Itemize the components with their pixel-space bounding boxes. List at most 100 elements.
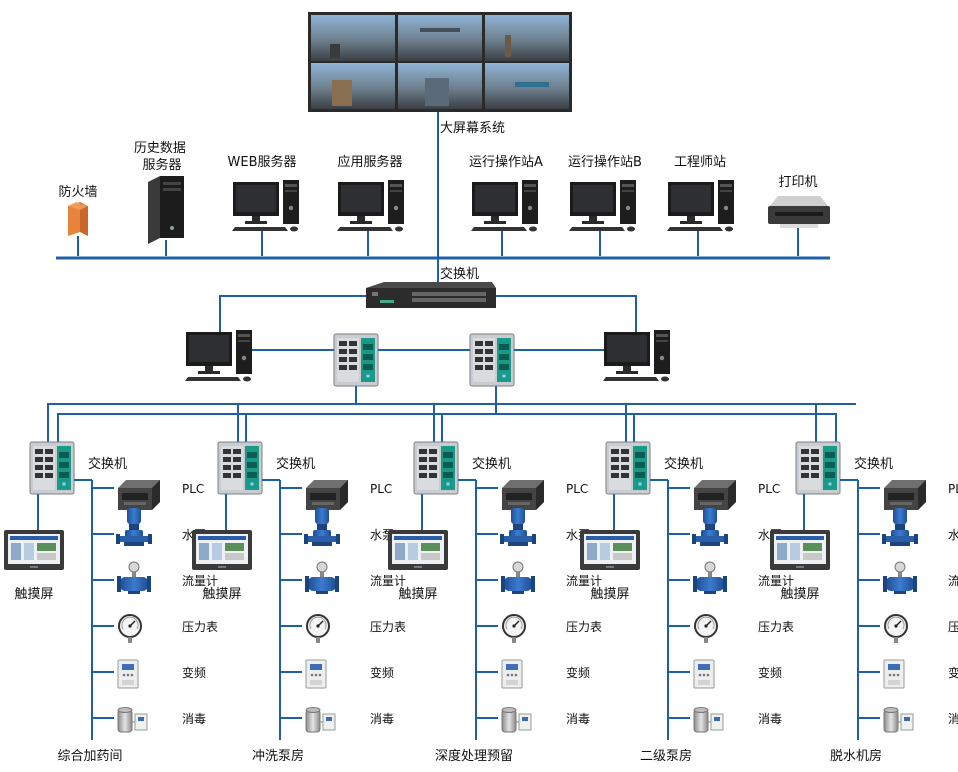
industrial-switch-icon [217, 441, 263, 495]
industrial-switch-icon [333, 333, 379, 387]
station-name-label: 深度处理预留 [435, 748, 513, 764]
disinfection-icon [883, 707, 914, 733]
plc-icon [118, 480, 160, 510]
device-label: 流量计 [758, 574, 794, 588]
flow-meter-icon [116, 561, 152, 595]
disinfection-icon [117, 707, 148, 733]
web-server-label: WEB服务器 [228, 154, 297, 170]
pressure-gauge-icon [118, 614, 142, 644]
device-label: PLC [566, 482, 588, 496]
touch-screen-label: 触摸屏 [590, 587, 629, 602]
plc-icon [502, 480, 544, 510]
device-label: 消毒 [182, 712, 206, 726]
plc-icon [884, 480, 926, 510]
desktop-pc-icon [337, 180, 404, 232]
device-label: 消毒 [948, 712, 958, 726]
disinfection-icon [501, 707, 532, 733]
industrial-switch-icon [413, 441, 459, 495]
video-wall-icon [308, 12, 572, 112]
device-label: PLC [370, 482, 392, 496]
device-label: 变频 [370, 665, 394, 680]
touch-screen-icon [4, 530, 64, 570]
plc-icon [694, 480, 736, 510]
vfd-icon [883, 659, 905, 689]
device-label: 消毒 [370, 712, 394, 726]
flow-meter-icon [304, 561, 340, 595]
device-label: 流量计 [370, 574, 406, 588]
vfd-icon [305, 659, 327, 689]
device-label: 变频 [182, 665, 206, 680]
disinfection-icon [305, 707, 336, 733]
station-1: 交换机触摸屏PLC水泵流量计压力表变频消毒综合加药间 [4, 441, 218, 764]
station-4: 交换机触摸屏PLC水泵流量计压力表变频消毒二级泵房 [580, 404, 794, 764]
disinfection-icon [693, 707, 724, 733]
water-pump-icon [304, 508, 340, 546]
device-label: 变频 [758, 665, 782, 680]
water-pump-icon [500, 508, 536, 546]
flow-meter-icon [692, 561, 728, 595]
touch-screen-label: 触摸屏 [398, 587, 437, 602]
water-pump-icon [692, 508, 728, 546]
station-switch-label: 交换机 [664, 456, 703, 472]
station-5: 交换机触摸屏PLC水泵流量计压力表变频消毒脱水机房 [770, 404, 958, 764]
device-label: 消毒 [566, 712, 590, 726]
desktop-pc-icon [569, 180, 636, 232]
device-label: 变频 [948, 665, 958, 680]
desktop-pc-icon [603, 330, 670, 382]
touch-screen-icon [192, 530, 252, 570]
device-label: 流量计 [182, 574, 218, 588]
desktop-pc-icon [232, 180, 299, 232]
touch-screen-icon [388, 530, 448, 570]
stations-group: 交换机触摸屏PLC水泵流量计压力表变频消毒综合加药间交换机触摸屏PLC水泵流量计… [4, 404, 958, 764]
industrial-switch-icon [469, 333, 515, 387]
printer-label: 打印机 [778, 175, 817, 190]
firewall-icon [68, 202, 88, 236]
video-wall-label: 大屏幕系统 [440, 121, 505, 136]
device-label: 水泵 [948, 528, 958, 542]
station-name-label: 脱水机房 [830, 748, 882, 764]
history-server-label: 历史数据 服务器 [134, 141, 190, 173]
device-label: PLC [182, 482, 204, 496]
industrial-switch-icon [795, 441, 841, 495]
touch-screen-label: 触摸屏 [202, 587, 241, 602]
device-label: 流量计 [948, 574, 958, 588]
core-switch-label: 交换机 [440, 266, 479, 282]
plc-icon [306, 480, 348, 510]
device-label: PLC [948, 482, 958, 496]
flow-meter-icon [882, 561, 918, 595]
server-tower-icon [148, 176, 184, 244]
station-switch-label: 交换机 [88, 456, 127, 472]
station-switch-label: 交换机 [472, 456, 511, 472]
device-label: 变频 [566, 665, 590, 680]
op-station-a-label: 运行操作站A [469, 154, 543, 170]
pressure-gauge-icon [884, 614, 908, 644]
flow-meter-icon [500, 561, 536, 595]
touch-screen-icon [770, 530, 830, 570]
touch-screen-icon [580, 530, 640, 570]
pressure-gauge-icon [502, 614, 526, 644]
industrial-switch-icon [29, 441, 75, 495]
industrial-switch-icon [605, 441, 651, 495]
desktop-pc-icon [667, 180, 734, 232]
desktop-pc-icon [185, 330, 252, 382]
device-label: 压力表 [758, 620, 794, 634]
water-pump-icon [116, 508, 152, 546]
device-label: 压力表 [182, 620, 218, 634]
device-label: 压力表 [370, 620, 406, 634]
vfd-icon [117, 659, 139, 689]
firewall-label: 防火墙 [58, 184, 97, 200]
device-label: 流量计 [566, 574, 602, 588]
device-label: PLC [758, 482, 780, 496]
device-label: 压力表 [566, 620, 602, 634]
station-switch-label: 交换机 [276, 456, 315, 472]
pressure-gauge-icon [306, 614, 330, 644]
network-switch-icon [366, 282, 496, 308]
station-name-label: 冲洗泵房 [252, 748, 304, 764]
device-label: 压力表 [948, 620, 958, 634]
station-name-label: 二级泵房 [640, 748, 692, 764]
device-label: 消毒 [758, 712, 782, 726]
touch-screen-label: 触摸屏 [780, 587, 819, 602]
